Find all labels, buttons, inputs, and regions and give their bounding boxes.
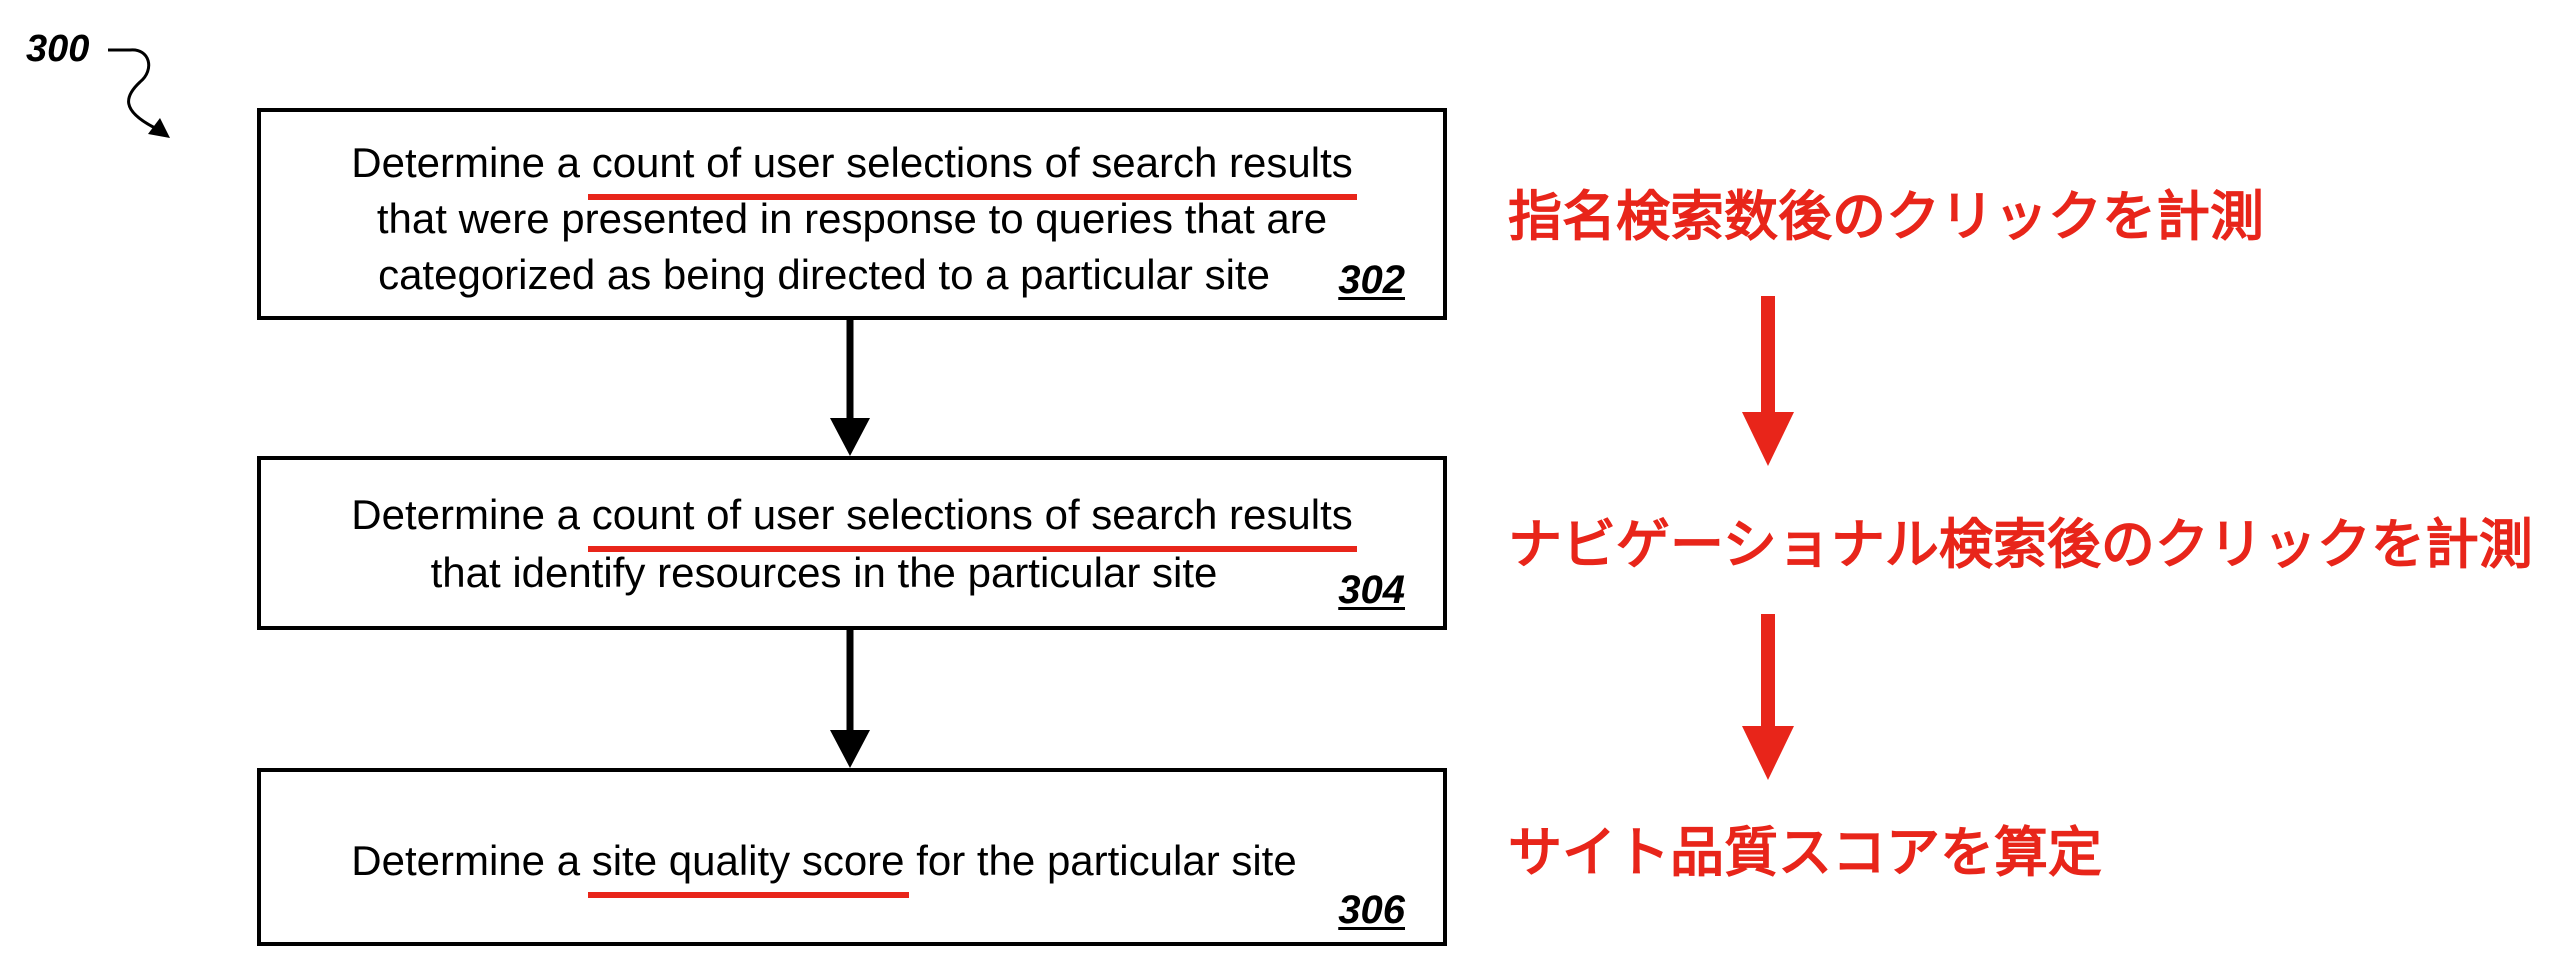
- flow-arrow-302-304: [830, 320, 870, 456]
- annotation-step-306: サイト品質スコアを算定: [1508, 821, 2102, 884]
- step-number-302: 302: [1338, 258, 1405, 302]
- highlight-underline: [587, 892, 909, 898]
- step-number-306: 306: [1338, 888, 1405, 932]
- figure-ref-arrow: [108, 48, 170, 138]
- step-302-line-3: categorized as being directed to a parti…: [378, 251, 1270, 298]
- step-302-line-1: Determine a count of user selections of …: [261, 139, 1443, 200]
- figure-label: 300: [26, 28, 90, 70]
- step-box-306: Determine a site quality score for the p…: [257, 768, 1447, 946]
- highlight-underline: [587, 546, 1357, 552]
- step-304-line-1: Determine a count of user selections of …: [261, 491, 1443, 552]
- step-302-highlight: count of user selections of search resul…: [591, 139, 1353, 186]
- step-number-304: 304: [1338, 568, 1405, 612]
- annotation-arrow-2: [1742, 614, 1794, 780]
- highlight-underline: [587, 194, 1357, 200]
- annotation-step-304: ナビゲーショナル検索後のクリックを計測: [1508, 513, 2533, 576]
- flow-arrow-304-306: [830, 630, 870, 768]
- annotation-arrow-1: [1742, 296, 1794, 466]
- step-304-line-2: that identify resources in the particula…: [430, 549, 1218, 596]
- annotation-step-302: 指名検索数後のクリックを計測: [1508, 185, 2264, 248]
- step-306-line-1: Determine a site quality score for the p…: [233, 837, 1415, 898]
- step-box-302: Determine a count of user selections of …: [257, 108, 1447, 320]
- step-302-line-2: that were presented in response to queri…: [376, 195, 1328, 242]
- step-304-highlight: count of user selections of search resul…: [591, 491, 1353, 538]
- step-box-304: Determine a count of user selections of …: [257, 456, 1447, 630]
- step-306-highlight: site quality score: [591, 837, 905, 884]
